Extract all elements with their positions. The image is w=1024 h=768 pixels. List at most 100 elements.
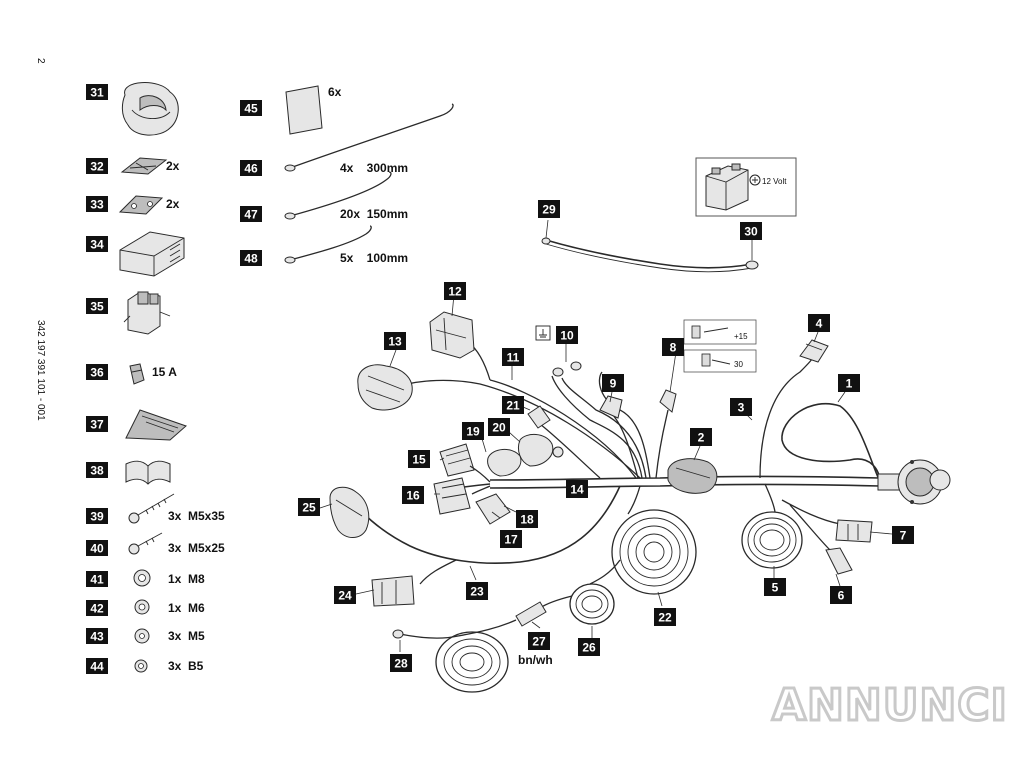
callout-number: 44 (90, 660, 104, 674)
document-code: 342 197 391 101 - 001 (35, 320, 46, 421)
callout-number: 21 (506, 399, 520, 413)
callout-number: 2 (698, 431, 705, 445)
part-42-label: 42 (86, 600, 108, 616)
part-45-label: 45 (240, 100, 262, 116)
part-33-qty: 2x (166, 197, 180, 211)
part-42-qty: 1x M6 (168, 601, 205, 615)
part-34-module-icon (119, 231, 185, 277)
part-37-wedge-icon (125, 409, 187, 441)
callout-8: 8 (662, 338, 684, 356)
callout-9: 9 (602, 374, 624, 392)
callout-16: 16 (402, 486, 424, 504)
callout-24: 24 (334, 586, 356, 604)
callout-7: 7 (892, 526, 914, 544)
callout-number: 35 (90, 300, 104, 314)
part-31-grommet-icon (121, 82, 179, 136)
part-36-fuse-icon (129, 363, 145, 385)
connector-17-18-icon (475, 493, 511, 525)
battery-box (695, 157, 797, 217)
callout-number: 46 (244, 162, 258, 176)
callout-14: 14 (566, 480, 588, 498)
part-39-qty: 3x M5x35 (168, 509, 225, 523)
part-34-label: 34 (86, 236, 108, 252)
callout-1: 1 (838, 374, 860, 392)
part-32-qty: 2x (166, 159, 180, 173)
connector-16-icon (433, 477, 471, 515)
connector-7-icon (835, 519, 873, 543)
part-47-qty: 20x 150mm (340, 207, 408, 221)
callout-number: 36 (90, 366, 104, 380)
part-36-label: 36 (86, 364, 108, 380)
battery-voltage-label: 12 Volt (762, 177, 787, 186)
part-39-screw-icon (128, 493, 175, 524)
watermark: ANNUNCI (772, 680, 1008, 731)
part-44-label: 44 (86, 658, 108, 674)
part-45-pad-icon (285, 85, 323, 135)
callout-number: 9 (610, 377, 617, 391)
part-40-screw-icon (128, 532, 163, 555)
wire-color-label: bn/wh (518, 653, 553, 667)
callout-number: 29 (542, 203, 556, 217)
callout-number: 3 (738, 401, 745, 415)
callout-number: 30 (744, 225, 758, 239)
callout-number: 47 (244, 208, 258, 222)
connector-19-icon (487, 449, 522, 477)
callout-number: 18 (520, 513, 534, 527)
part-45-qty: 6x (328, 85, 342, 99)
callout-number: 41 (90, 573, 104, 587)
callout-26: 26 (578, 638, 600, 656)
callout-29: 29 (538, 200, 560, 218)
connector-6-icon (825, 547, 853, 575)
ring-terminal-10-icon (552, 367, 564, 377)
battery-cable (545, 239, 753, 269)
part-35-relay-icon (123, 291, 171, 335)
part-36-qty: 15 A (152, 365, 177, 379)
part-31-label: 31 (86, 84, 108, 100)
callout-number: 22 (658, 611, 672, 625)
callout-5: 5 (764, 578, 786, 596)
callout-number: 1 (846, 377, 853, 391)
part-41-label: 41 (86, 571, 108, 587)
part-43-nut-icon (134, 628, 150, 644)
callout-number: 45 (244, 102, 258, 116)
callout-number: 37 (90, 418, 104, 432)
callout-22: 22 (654, 608, 676, 626)
ground-symbol-box (535, 325, 551, 341)
part-33-label: 33 (86, 196, 108, 212)
callout-30: 30 (740, 222, 762, 240)
relay-2-icon (667, 458, 718, 494)
callout-23: 23 (466, 582, 488, 600)
part-38-label: 38 (86, 462, 108, 478)
callout-number: 13 (388, 335, 402, 349)
callout-number: 11 (507, 351, 520, 365)
connector-25-icon (329, 486, 370, 538)
connector-15-icon (439, 443, 475, 477)
callout-13: 13 (384, 332, 406, 350)
callout-number: 38 (90, 464, 104, 478)
main-trunk-cable (489, 475, 881, 481)
callout-number: 5 (772, 581, 779, 595)
part-35-label: 35 (86, 298, 108, 314)
coil-22-icon (611, 509, 697, 595)
part-42-nut-icon (134, 599, 150, 615)
part-47-label: 47 (240, 206, 262, 222)
callout-number: 16 (406, 489, 420, 503)
callout-number: 6 (838, 589, 845, 603)
part-40-label: 40 (86, 540, 108, 556)
callout-number: 32 (90, 160, 104, 174)
part-41-qty: 1x M8 (168, 572, 205, 586)
callout-number: 19 (466, 425, 480, 439)
connector-24-icon (371, 575, 415, 607)
callout-number: 28 (394, 657, 408, 671)
callout-number: 43 (90, 630, 104, 644)
connector-4-icon (799, 339, 829, 363)
callout-15: 15 (408, 450, 430, 468)
callout-21: 21 (502, 396, 524, 414)
part-39-label: 39 (86, 508, 108, 524)
part-47-cable-tie-icon (284, 171, 392, 220)
callout-number: 14 (570, 483, 584, 497)
part-43-label: 43 (86, 628, 108, 644)
callout-number: 24 (338, 589, 352, 603)
